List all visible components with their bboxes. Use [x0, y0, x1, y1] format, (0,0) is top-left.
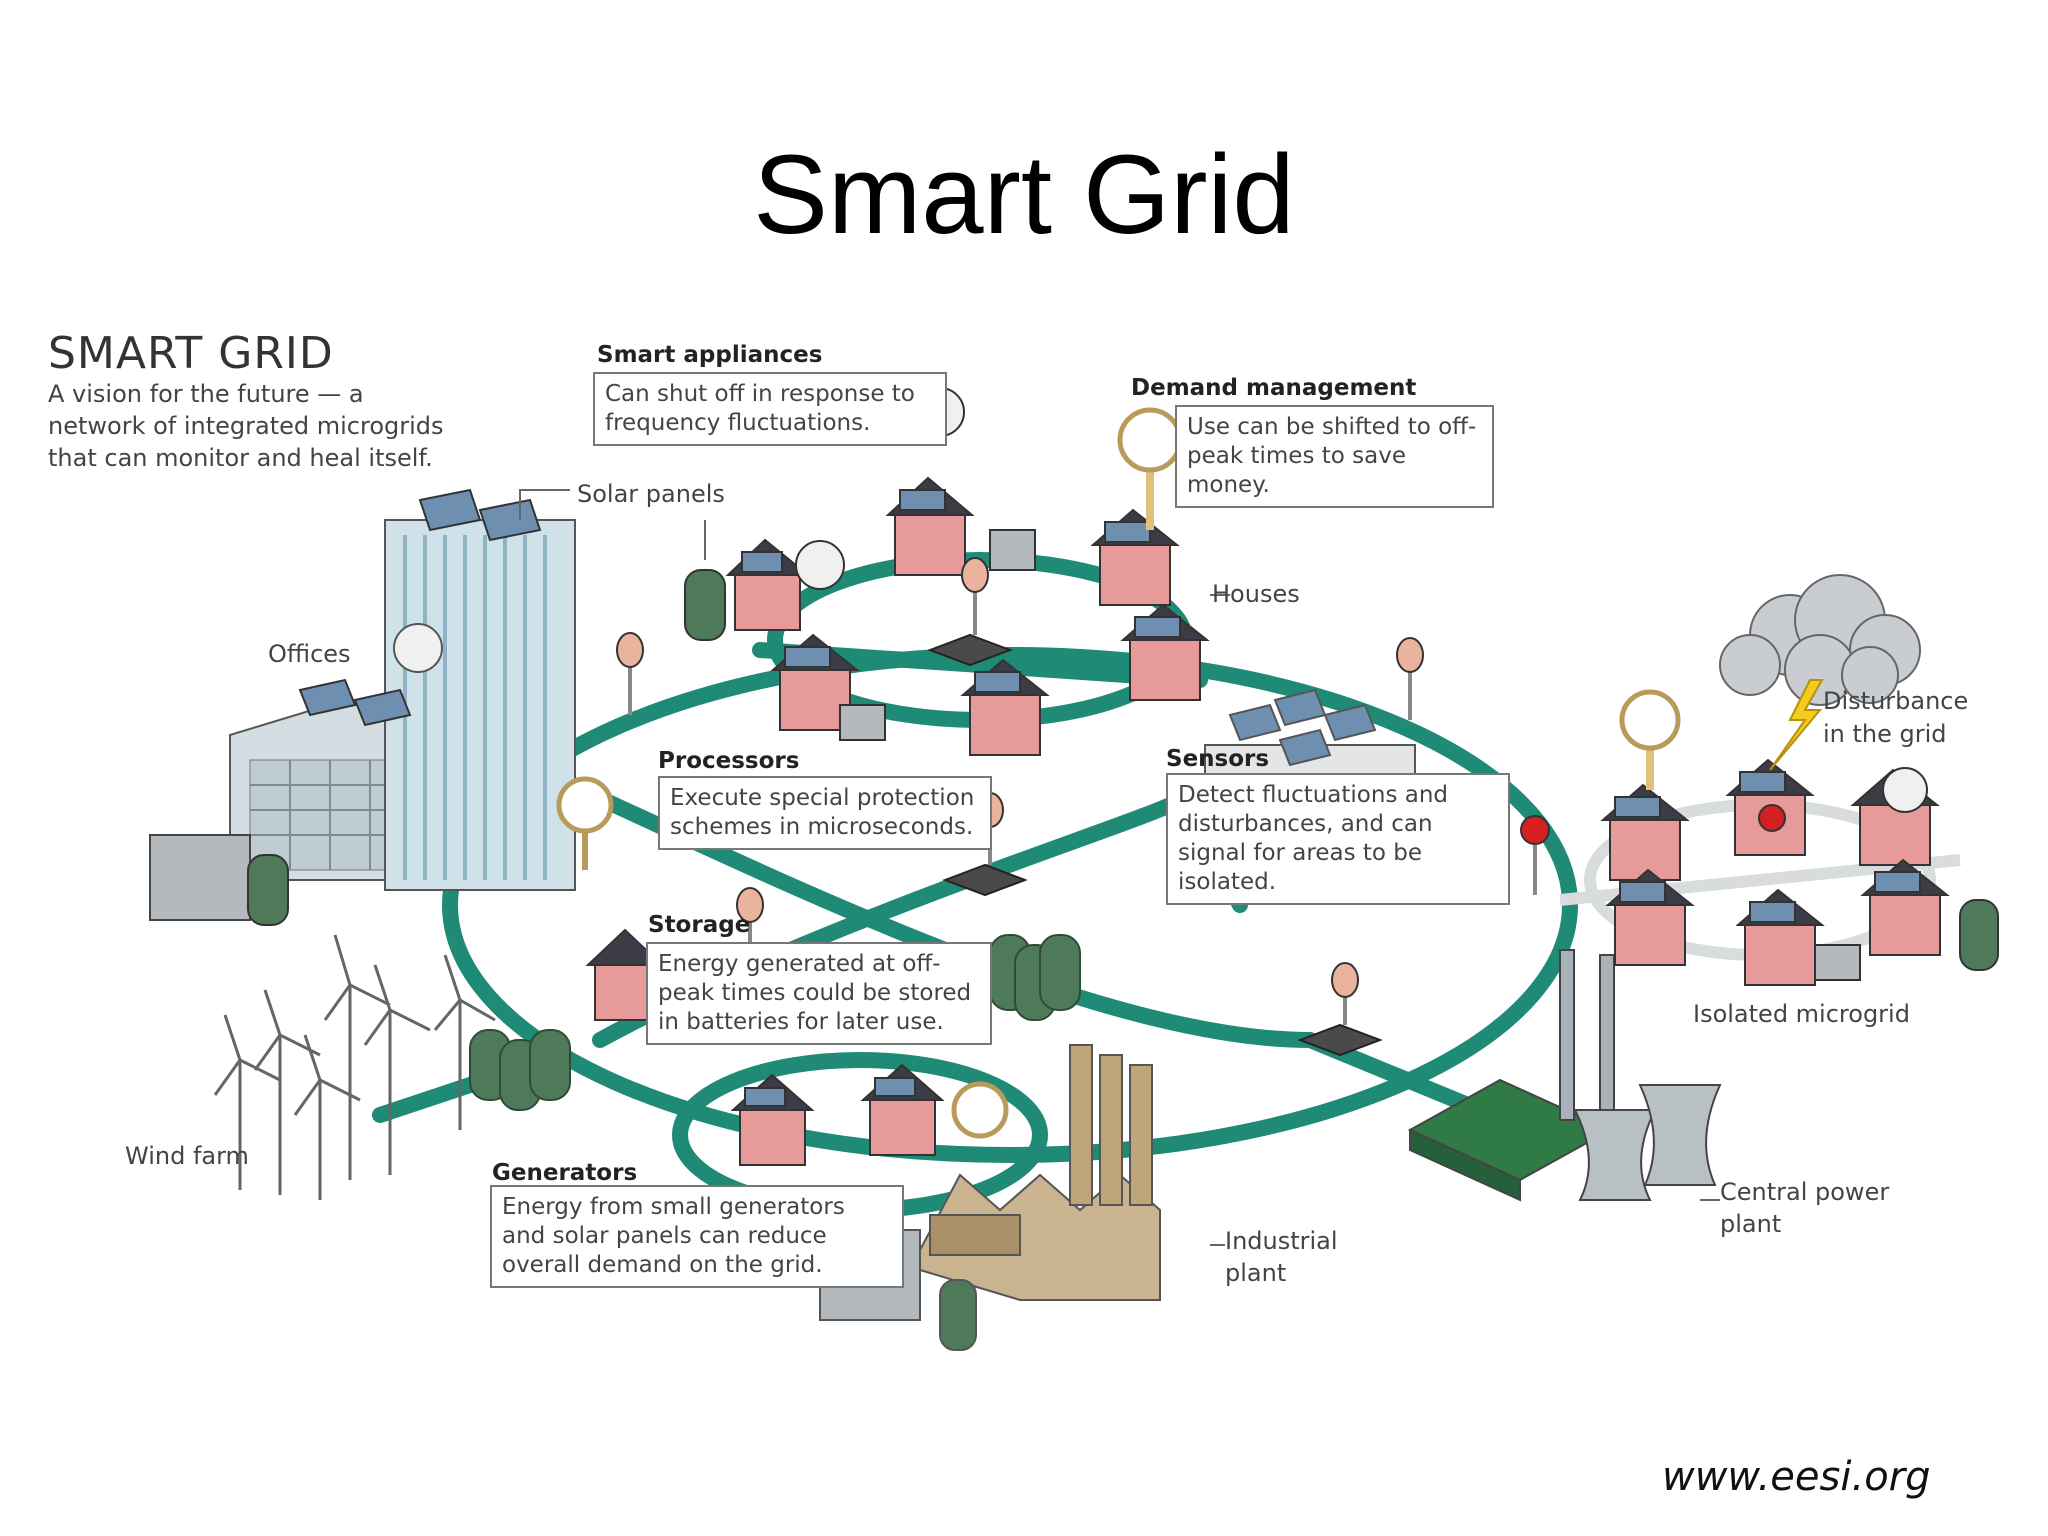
demand-gauge: [1117, 407, 1183, 530]
sensor: [961, 557, 989, 635]
processors: [927, 633, 1383, 1057]
isolated-microgrid: [1600, 689, 1999, 986]
microgrid-gauge: [1619, 689, 1681, 790]
smart-appliances-heading: Smart appliances: [597, 342, 823, 368]
demand-management-text: Use can be shifted to off-peak times to …: [1175, 405, 1494, 508]
sensor: [616, 632, 644, 715]
microgrid-smart-plug: [1882, 767, 1928, 813]
generators-heading: Generators: [492, 1160, 638, 1186]
office-building: [149, 488, 614, 926]
house: [885, 476, 975, 576]
house: [725, 538, 811, 631]
rooftop-solar-panels: [298, 488, 542, 727]
industrial-plant-label: Industrial plant: [1225, 1227, 1338, 1287]
wind-turbine: [213, 1014, 281, 1190]
slide-title: Smart Grid: [753, 132, 1295, 257]
house: [770, 633, 860, 731]
house: [1600, 783, 1690, 881]
central-power-plant-label: Central power plant: [1720, 1178, 1890, 1238]
wind-turbine: [363, 964, 431, 1175]
house-smart-plug: [795, 540, 845, 590]
office-smart-plug: [393, 623, 443, 673]
wind-turbine: [293, 1034, 361, 1200]
smart-appliances-text: Can shut off in response to frequency fl…: [593, 372, 947, 446]
sensor: [1396, 637, 1424, 720]
solar-panels-label: Solar panels: [577, 480, 725, 508]
processor-chip: [927, 633, 1013, 667]
central-power-plant: [1407, 949, 1722, 1202]
office-generator: [149, 834, 251, 921]
sensor: [1331, 962, 1359, 1025]
sensors-text: Detect fluctuations and disturbances, an…: [1166, 773, 1510, 905]
lightning-bolt: [1769, 679, 1824, 771]
house: [1735, 888, 1825, 986]
house: [730, 1073, 815, 1166]
house: [860, 1063, 945, 1156]
sensors-heading: Sensors: [1166, 746, 1270, 772]
wind-turbine: [323, 934, 391, 1180]
sensors: [616, 557, 1550, 1025]
isolated-microgrid-label: Isolated microgrid: [1693, 1000, 1910, 1028]
house: [1090, 508, 1180, 606]
microgrid-alert-sensor: [1758, 804, 1786, 832]
houses-label: Houses: [1212, 580, 1300, 608]
house: [1860, 858, 1950, 956]
wind-farm: [213, 934, 496, 1200]
house: [1120, 603, 1210, 701]
wind-farm-label: Wind farm: [125, 1142, 249, 1170]
alert-sensor: [1520, 815, 1550, 895]
house: [1605, 868, 1695, 966]
wind-turbine: [433, 954, 496, 1130]
demand-management-heading: Demand management: [1131, 375, 1417, 401]
processors-text: Execute special protection schemes in mi…: [658, 776, 992, 850]
office-gauge: [556, 776, 614, 834]
processor-chip: [1297, 1023, 1383, 1057]
diagram-title: SMART GRID: [48, 328, 334, 379]
offices-label: Offices: [268, 640, 351, 668]
house: [585, 928, 665, 1021]
storage-batteries: [469, 934, 1081, 1111]
leader-lines: [519, 489, 1720, 1246]
storage-heading: Storage: [648, 912, 751, 938]
wind-turbine: [253, 989, 321, 1195]
disturbance-label: Disturbance in the grid: [1823, 687, 1969, 748]
storage-text: Energy generated at off-peak times could…: [646, 942, 992, 1045]
office-battery: [247, 854, 289, 926]
footer-url: www.eesi.org: [1662, 1454, 1931, 1500]
industrial-gauge: [951, 1081, 1009, 1139]
house: [960, 658, 1050, 756]
diagram-subtitle: A vision for the future — a network of i…: [48, 380, 444, 472]
processors-heading: Processors: [658, 748, 800, 774]
processor-chip: [942, 863, 1028, 897]
storm-cloud: [1719, 574, 1921, 706]
houses: [585, 476, 1210, 1166]
generators-text: Energy from small generators and solar p…: [490, 1185, 904, 1288]
